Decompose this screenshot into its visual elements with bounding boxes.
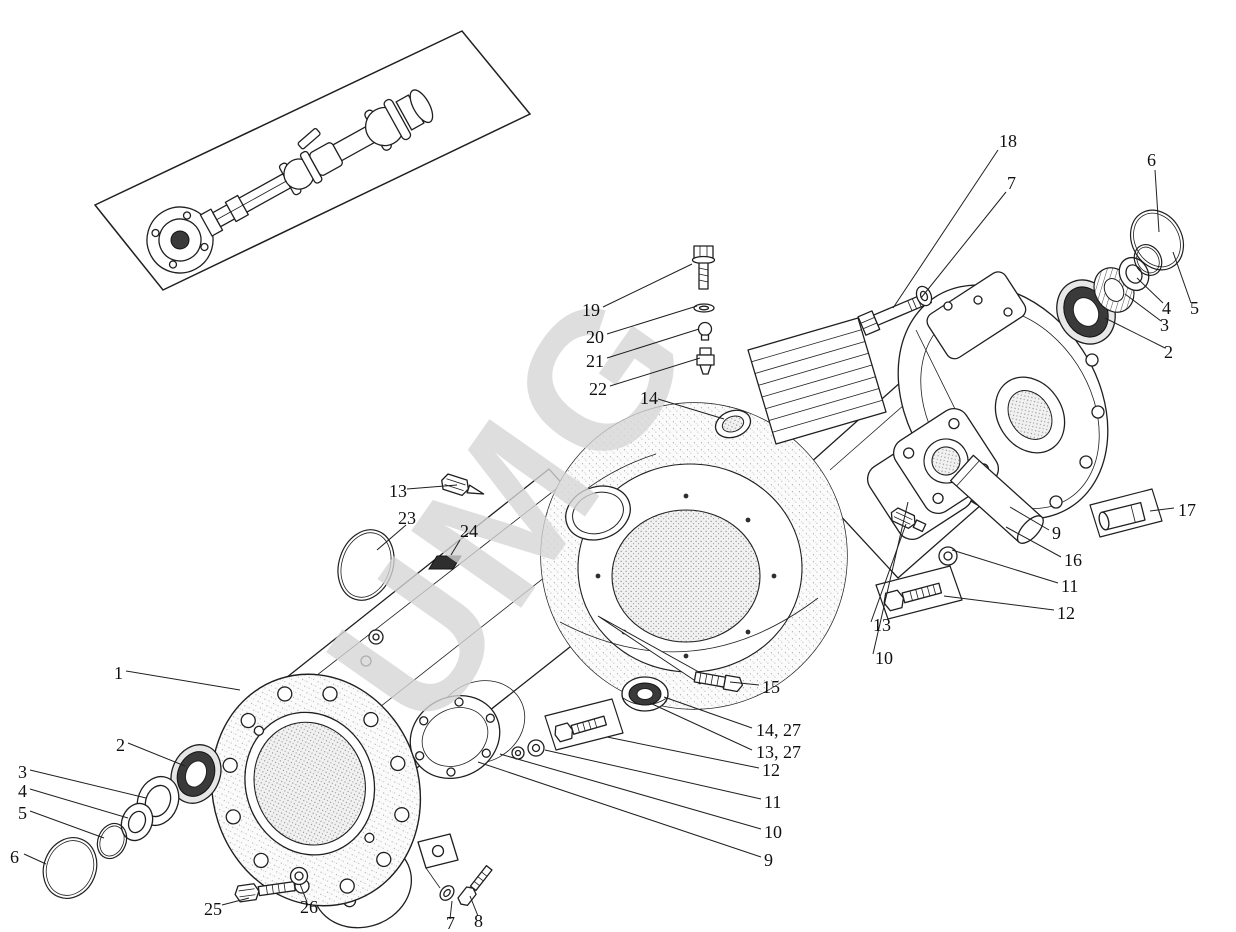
callout-6-left: 6 [10, 847, 19, 867]
callout-13-right: 13 [873, 615, 891, 635]
fitting-22 [696, 347, 715, 375]
drain-plug-14-27 [621, 676, 669, 712]
callout-23: 23 [398, 508, 416, 528]
seal-2-left [170, 744, 222, 804]
breather-bolt-19 [691, 245, 716, 290]
callout-4-left: 4 [18, 781, 27, 801]
leader-lines [23, 149, 1192, 920]
callout-9-right: 9 [1052, 523, 1061, 543]
washer-4-left [120, 802, 154, 842]
callout-17: 17 [1178, 500, 1196, 520]
callout-18: 18 [999, 131, 1017, 151]
callout-5-left: 5 [18, 803, 27, 823]
bolt-12-bottom-box [544, 698, 624, 751]
callout-13-left: 13 [389, 481, 407, 501]
driveshaft-inset [93, 30, 532, 291]
washer-20 [693, 303, 715, 313]
bottom-cover [409, 694, 501, 780]
callout-10-right: 10 [875, 648, 893, 668]
washer-11-right [938, 546, 958, 566]
callout-6-top: 6 [1147, 150, 1156, 170]
bolt-15 [693, 671, 744, 693]
bolt-13-right [890, 507, 927, 533]
callout-19: 19 [582, 300, 600, 320]
callout-13-27: 13, 27 [756, 742, 801, 762]
callout-8-bottom: 8 [474, 911, 483, 931]
callout-3-left: 3 [18, 762, 27, 782]
callout-3-right: 3 [1160, 315, 1169, 335]
callout-4-right: 4 [1162, 298, 1171, 318]
snap-ring-6-left [42, 837, 98, 899]
callout-2-left: 2 [116, 735, 125, 755]
bushing-17-box [1089, 488, 1163, 538]
callout-20: 20 [586, 327, 604, 347]
bolt-8 [457, 865, 493, 907]
ring-5-right [1133, 244, 1163, 276]
bolt-12-right-box [875, 565, 963, 620]
bolt-25 [234, 881, 296, 903]
callout-14-top: 14 [640, 388, 658, 408]
callout-14-27: 14, 27 [756, 720, 801, 740]
callout-11-right: 11 [1061, 576, 1078, 596]
callout-1: 1 [114, 663, 123, 683]
top-hole [565, 485, 631, 541]
callout-26: 26 [300, 897, 318, 917]
callout-24: 24 [460, 521, 478, 541]
o-ring-23 [337, 529, 395, 601]
bolt-18 [857, 291, 932, 336]
washer-11-bottom [511, 739, 545, 760]
callout-12-right: 12 [1057, 603, 1075, 623]
callout-7-top: 7 [1007, 173, 1016, 193]
callout-9-bottom: 9 [764, 850, 773, 870]
washer-7-bottom [439, 885, 455, 901]
filler-neck [714, 409, 752, 439]
valve-21 [697, 321, 713, 341]
callout-12-bottom: 12 [762, 760, 780, 780]
callout-11-bottom: 11 [764, 792, 781, 812]
callout-7-bottom: 7 [446, 913, 455, 932]
callout-22: 22 [589, 379, 607, 399]
callout-21: 21 [586, 351, 604, 371]
snap-ring-6-right [1129, 209, 1185, 271]
bracket-tab [417, 833, 459, 889]
left-flange-1 [210, 673, 422, 907]
callout-16: 16 [1064, 550, 1082, 570]
callout-15: 15 [762, 677, 780, 697]
callouts: 18 7 6 4 5 3 2 19 20 21 22 14 13 23 24 1… [10, 131, 1199, 932]
washer-7-top [915, 285, 933, 307]
callout-2-right: 2 [1164, 342, 1173, 362]
callout-25: 25 [204, 899, 222, 919]
finned-cover-block [747, 317, 887, 445]
washer-26 [289, 866, 309, 886]
callout-5-right: 5 [1190, 298, 1199, 318]
marker-24 [428, 555, 462, 570]
callout-10-bottom: 10 [764, 822, 782, 842]
